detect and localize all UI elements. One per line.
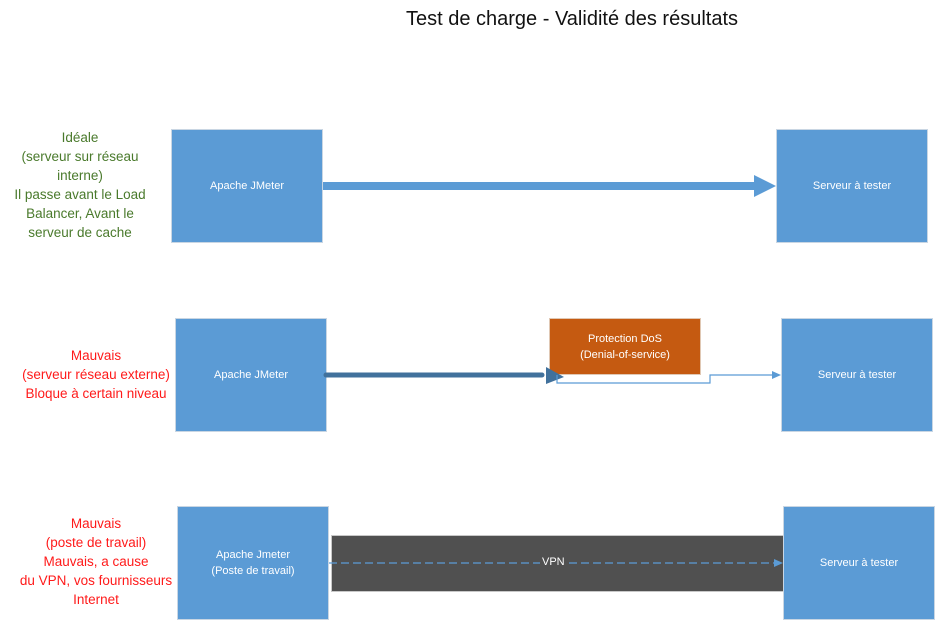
row-1-description-line: serveur de cache: [28, 225, 132, 240]
dos-protection-box: Protection DoS (Denial-of-service): [549, 318, 701, 375]
row-1-client-label: Apache JMeter: [210, 180, 284, 192]
row-2-client-label: Apache JMeter: [214, 369, 288, 381]
row-3-client-box: Apache Jmeter (Poste de travail): [177, 506, 329, 620]
row-2-description-line: (serveur réseau externe): [22, 367, 170, 382]
row-1-description-line: Balancer, Avant le: [26, 206, 134, 221]
row-1-server-box: Serveur à tester: [776, 129, 928, 243]
row-3-description-line: Mauvais, a cause: [43, 554, 149, 569]
diagram-title-text: Test de charge - Validité des résultats: [405, 8, 739, 30]
row-1-server-label: Serveur à tester: [812, 180, 892, 192]
row-1-description-line: Il passe avant le Load: [14, 187, 146, 202]
row-1-description-line: (serveur sur réseau: [21, 149, 139, 164]
row-3-description-line: (poste de travail): [45, 535, 147, 550]
row-3-description-line: du VPN, vos fournisseurs: [19, 573, 173, 588]
dos-protection-label: Protection DoS: [588, 332, 662, 345]
row-2-server-box: Serveur à tester: [781, 318, 933, 432]
row-1-description-line: interne): [57, 168, 103, 183]
row-3-client-sublabel: (Poste de travail): [211, 565, 295, 577]
dos-protection-sublabel: (Denial-of-service): [580, 348, 670, 361]
diagram-title: Test de charge - Validité des résultats: [0, 8, 937, 31]
row-3-server-label: Serveur à tester: [819, 557, 899, 569]
row-1-description: Idéale (serveur sur réseau interne) Il p…: [0, 128, 160, 242]
row-3-description-line: Internet: [73, 592, 119, 607]
row-3-description: Mauvais (poste de travail) Mauvais, a ca…: [0, 514, 192, 609]
row-1-client-box: Apache JMeter: [171, 129, 323, 243]
row-1-arrow: [323, 175, 776, 197]
vpn-label: VPN: [540, 556, 567, 568]
row-2-description-line: Bloque à certain niveau: [25, 386, 167, 401]
row-1-description-line: Idéale: [61, 130, 99, 145]
row-3-client-label: Apache Jmeter: [216, 549, 290, 561]
row-3-server-box: Serveur à tester: [783, 506, 935, 620]
row-2-client-box: Apache JMeter: [175, 318, 327, 432]
row-2-description: Mauvais (serveur réseau externe) Bloque …: [0, 346, 192, 403]
row-2-arrow-to-dos: [323, 367, 564, 384]
row-3-description-line: Mauvais: [70, 516, 122, 531]
row-2-description-line: Mauvais: [70, 348, 122, 363]
row-2-server-label: Serveur à tester: [817, 369, 897, 381]
